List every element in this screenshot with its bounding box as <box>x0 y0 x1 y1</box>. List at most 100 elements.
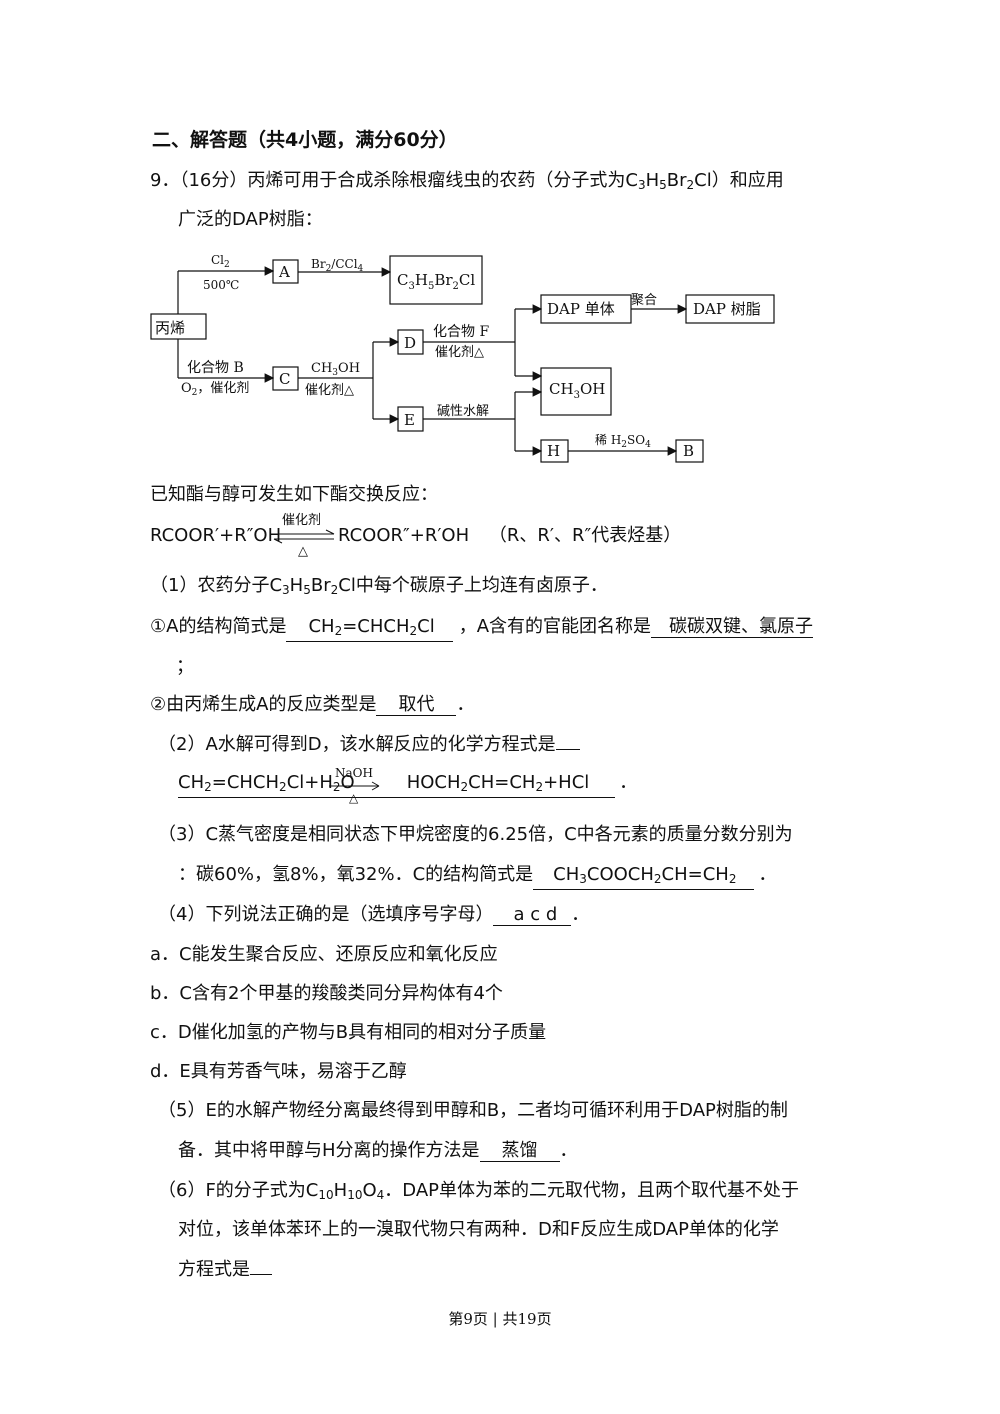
subscript: 2 <box>728 872 737 886</box>
methanol-label: CH3OH <box>549 380 605 401</box>
transesterification-equation: RCOOR′+R″OH <box>150 524 281 548</box>
naoh-arrow: NaOH △ <box>329 766 380 805</box>
part1-text: Br <box>310 575 331 596</box>
subscript: 2 <box>535 780 544 794</box>
subscript: 3 <box>637 178 646 192</box>
b-label: B <box>683 442 694 460</box>
a-label: A <box>278 263 290 281</box>
page-footer: 第9页 | 共19页 <box>448 1310 552 1328</box>
answer-text: CH=CH <box>661 864 729 885</box>
catalyst-heat-label: 催化剂△ <box>305 383 354 398</box>
equation-left: RCOOR′+R″OH <box>150 525 282 546</box>
part1-text: H <box>289 575 304 596</box>
part3-line-1: （3）C蒸气密度是相同状态下甲烷密度的6.25倍，C中各元素的质量分数分别为 <box>158 824 793 845</box>
question-text: O <box>362 1180 377 1201</box>
answer-functional-groups: 碳碳双键、氯原子 <box>651 617 814 638</box>
answer-text: HOCH <box>406 772 461 793</box>
answer-text: +HCl <box>543 772 590 793</box>
question-text: （2）A水解可得到D，该水解反应的化学方程式是 <box>158 734 556 755</box>
heat-label: △ <box>298 544 308 558</box>
subscript: 2 <box>334 624 343 638</box>
subscript: 2 <box>330 583 339 597</box>
subscript: 10 <box>318 1188 334 1202</box>
d-label: D <box>404 334 416 352</box>
option-d: d．E具有芳香气味，易溶于乙醇 <box>150 1061 407 1082</box>
part4-question: （4）下列说法正确的是（选填序号字母）a c d． <box>158 903 589 927</box>
subscript: 3 <box>282 583 290 597</box>
part5-line-2: 备．其中将甲醇与H分离的操作方法是蒸馏． <box>178 1139 578 1163</box>
equation-note: （R、R′、R″代表烃基） <box>488 525 682 546</box>
dilute-h2so4-label: 稀 H2SO4 <box>595 433 651 450</box>
option-c: c．D催化加氢的产物与B具有相同的相对分子质量 <box>150 1022 547 1043</box>
period: ． <box>456 694 475 715</box>
part1-intro: （1）农药分子C3H5Br2Cl中每个碳原子上均连有卤原子． <box>150 574 608 602</box>
period: ． <box>571 904 590 925</box>
question-text: H <box>333 1180 348 1201</box>
subscript: 2 <box>332 780 341 794</box>
product-formula: C3H5Br2Cl <box>397 271 475 292</box>
part6-line-3: 方程式是 <box>178 1258 272 1282</box>
question-text: ②由丙烯生成A的反应类型是 <box>150 694 377 715</box>
catalyst-label: 催化剂 <box>282 513 321 528</box>
compound-b-label: 化合物 B <box>187 360 244 376</box>
question-score: （16分） <box>179 170 248 191</box>
subscript: 2 <box>204 780 212 794</box>
reaction-scheme-diagram: 丙烯 A C D E B H DAP 单体 DAP 树脂 聚合 C3H5Br2C… <box>150 253 775 463</box>
o2-catalyst-label: O2，催化剂 <box>181 381 249 398</box>
subscript: 2 <box>686 178 695 192</box>
answer-blank <box>250 1274 272 1275</box>
question-text: （4）下列说法正确的是（选填序号字母） <box>158 904 494 925</box>
known-statement: 已知酯与醇可发生如下酯交换反应： <box>150 484 438 505</box>
ch3oh-reagent-label: CH3OH <box>311 361 360 378</box>
question-text: （6）F的分子式为C <box>158 1180 319 1201</box>
answer-text: CH <box>178 772 205 793</box>
question-text: 方程式是 <box>178 1259 250 1280</box>
product-box <box>389 255 483 305</box>
period: ． <box>559 1140 578 1161</box>
polymerize-label: 聚合 <box>631 293 657 308</box>
question-text: ：碳60%，氢8%，氧32%．C的结构简式是 <box>178 864 534 885</box>
question-9-line-2: 广泛的DAP树脂： <box>178 209 323 230</box>
question-text: ，A含有的官能团名称是 <box>458 616 652 637</box>
question-text: ．DAP单体为苯的二元取代物，且两个取代基不处于 <box>384 1180 800 1201</box>
answer-text: COOCH <box>586 864 654 885</box>
subscript: 3 <box>579 872 587 886</box>
subscript: 2 <box>460 780 469 794</box>
compound-f-label: 化合物 F <box>433 324 489 340</box>
h-label: H <box>547 442 560 460</box>
part1-question-2: ②由丙烯生成A的反应类型是取代． <box>150 693 474 717</box>
catalyst-heat-label-2: 催化剂△ <box>435 345 484 360</box>
semicolon: ； <box>176 656 194 677</box>
naoh-label: NaOH <box>335 766 373 780</box>
option-a: a．C能发生聚合反应、还原反应和氧化反应 <box>150 944 498 965</box>
subscript: 5 <box>659 178 667 192</box>
answer-text: CH=CH <box>468 772 536 793</box>
transesterification-products: RCOOR″+R′OH （R、R′、R″代表烃基） <box>338 524 681 548</box>
answer-text: CH <box>553 864 580 885</box>
part6-line-1: （6）F的分子式为C10H10O4．DAP单体为苯的二元取代物，且两个取代基不处… <box>158 1179 799 1207</box>
part6-line-2: 对位，该单体苯环上的一溴取代物只有两种．D和F反应生成DAP单体的化学 <box>178 1219 779 1240</box>
question-text: 备．其中将甲醇与H分离的操作方法是 <box>178 1140 480 1161</box>
subscript: 2 <box>653 872 662 886</box>
part5-line-1: （5）E的水解产物经分离最终得到甲醇和B，二者均可循环利用于DAP树脂的制 <box>158 1100 788 1121</box>
option-b: b．C含有2个甲基的羧酸类同分异构体有4个 <box>150 983 503 1004</box>
answer-text: CH <box>308 616 335 637</box>
part1-text: （1）农药分子C <box>150 575 283 596</box>
equilibrium-arrow: 催化剂 △ <box>273 513 335 558</box>
part2-question: （2）A水解可得到D，该水解反应的化学方程式是 <box>158 733 580 757</box>
temp-label: 500℃ <box>203 278 239 292</box>
answer-text: =CHCH <box>211 772 280 793</box>
answer-text: O <box>340 772 355 793</box>
stem-text: Br <box>666 170 687 191</box>
stem-text: Cl）和应用 <box>694 170 784 191</box>
subscript: 2 <box>409 624 418 638</box>
dap-monomer-label: DAP 单体 <box>547 300 615 318</box>
question-9-line-1: 9．（16分）丙烯可用于合成杀除根瘤线虫的农药（分子式为C3H5Br2Cl）和应… <box>150 169 784 197</box>
answer-structure-a: CH2=CHCH2Cl <box>286 616 453 642</box>
answer-separation: 蒸馏 <box>479 1141 560 1162</box>
c-label: C <box>279 370 290 388</box>
br2-ccl4-label: Br2/CCl4 <box>311 257 364 274</box>
cl2-label: Cl2 <box>211 253 230 270</box>
